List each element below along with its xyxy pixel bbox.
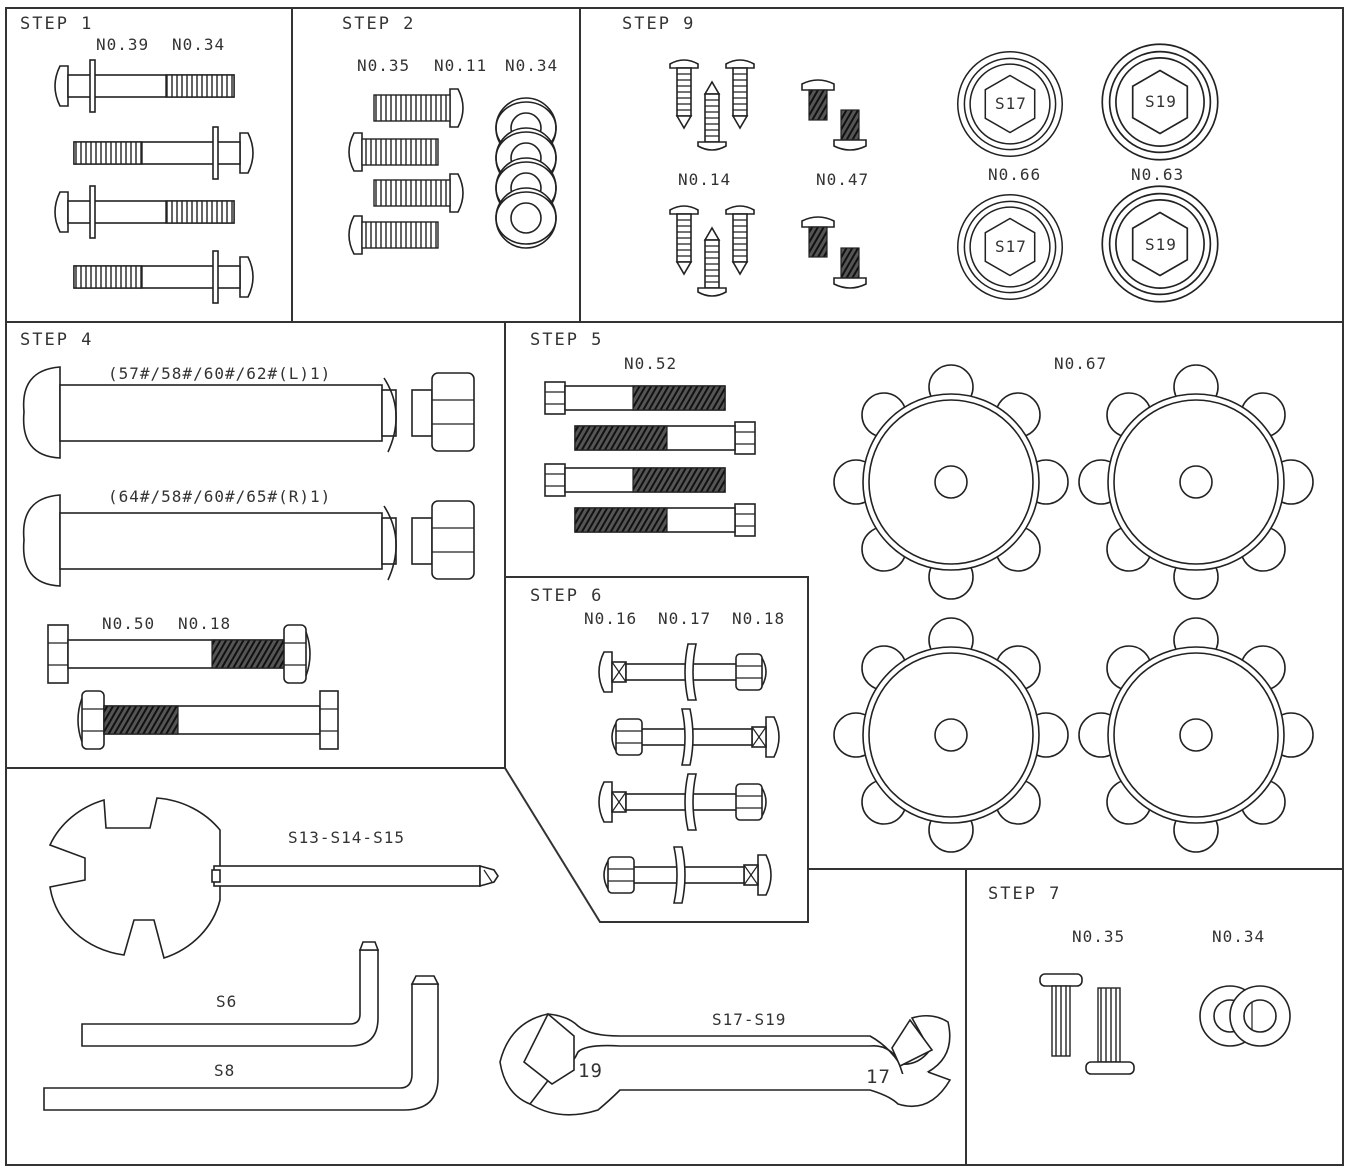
step9-title: STEP 9 <box>622 14 696 34</box>
step6-label-n017: N0.17 <box>658 609 712 628</box>
hex-key-s8 <box>43 975 440 1111</box>
step1-title: STEP 1 <box>20 14 94 34</box>
step5-parts <box>544 381 756 537</box>
wrench-size-left: 19 <box>578 1060 603 1082</box>
step7-label-n034: N0.34 <box>1212 927 1266 946</box>
step7-title: STEP 7 <box>988 884 1062 904</box>
bolt-n050-1 <box>47 624 311 684</box>
step1-parts <box>54 59 254 304</box>
step7-label-n035: N0.35 <box>1072 927 1126 946</box>
wrench-s17-s19 <box>499 1012 952 1116</box>
step9-label-n047: N0.47 <box>816 170 870 189</box>
step1-label-n039: N0.39 <box>96 35 150 54</box>
step2-label-n011: N0.11 <box>434 56 488 75</box>
step4-title: STEP 4 <box>20 330 94 350</box>
axle-right <box>22 494 475 587</box>
step4-label-n050: N0.50 <box>102 614 156 633</box>
step6-title: STEP 6 <box>530 586 604 606</box>
hex-key-s8-label: S8 <box>214 1061 236 1080</box>
step6-label-n016: N0.16 <box>584 609 638 628</box>
hex-key-s6-label: S6 <box>216 992 238 1011</box>
wheels-label-n067: N0.67 <box>1054 354 1108 373</box>
step9-label-n063: N0.63 <box>1131 165 1185 184</box>
axle-right-label: (64#/58#/60#/65#(R)1) <box>108 487 332 506</box>
step2-label-n034: N0.34 <box>505 56 559 75</box>
step6-parts <box>598 643 780 904</box>
wheel-3 <box>833 617 1069 853</box>
step9-label-n066: N0.66 <box>988 165 1042 184</box>
bolt-n050-2 <box>77 690 339 750</box>
axle-left-label: (57#/58#/60#/62#(L)1) <box>108 364 332 383</box>
wheels-n067 <box>833 364 1314 853</box>
nut-size-4: S19 <box>1145 235 1177 254</box>
hex-key-s6 <box>81 941 380 1047</box>
axle-left <box>22 366 475 459</box>
wheel-4 <box>1078 617 1314 853</box>
step2-title: STEP 2 <box>342 14 416 34</box>
step7-parts <box>1039 973 1291 1075</box>
step5-title: STEP 5 <box>530 330 604 350</box>
multi-tool-label: S13-S14-S15 <box>288 828 405 847</box>
step2-parts <box>348 88 557 255</box>
step9-label-n014: N0.14 <box>678 170 732 189</box>
nut-size-2: S19 <box>1145 92 1177 111</box>
washer-pair <box>1199 985 1291 1047</box>
nut-size-1: S17 <box>995 94 1027 113</box>
step4-parts <box>22 366 475 750</box>
step6-label-n018: N0.18 <box>732 609 786 628</box>
nut-size-3: S17 <box>995 237 1027 256</box>
wheel-1 <box>833 364 1069 600</box>
step1-label-n034: N0.34 <box>172 35 226 54</box>
step4-label-n018: N0.18 <box>178 614 232 633</box>
wheel-2 <box>1078 364 1314 600</box>
grid-lines <box>5 7 1344 1166</box>
multi-tool <box>48 797 499 960</box>
wrench-label: S17-S19 <box>712 1010 787 1029</box>
step2-label-n035: N0.35 <box>357 56 411 75</box>
wrench-size-right: 17 <box>866 1066 891 1088</box>
step5-label-n052: N0.52 <box>624 354 678 373</box>
